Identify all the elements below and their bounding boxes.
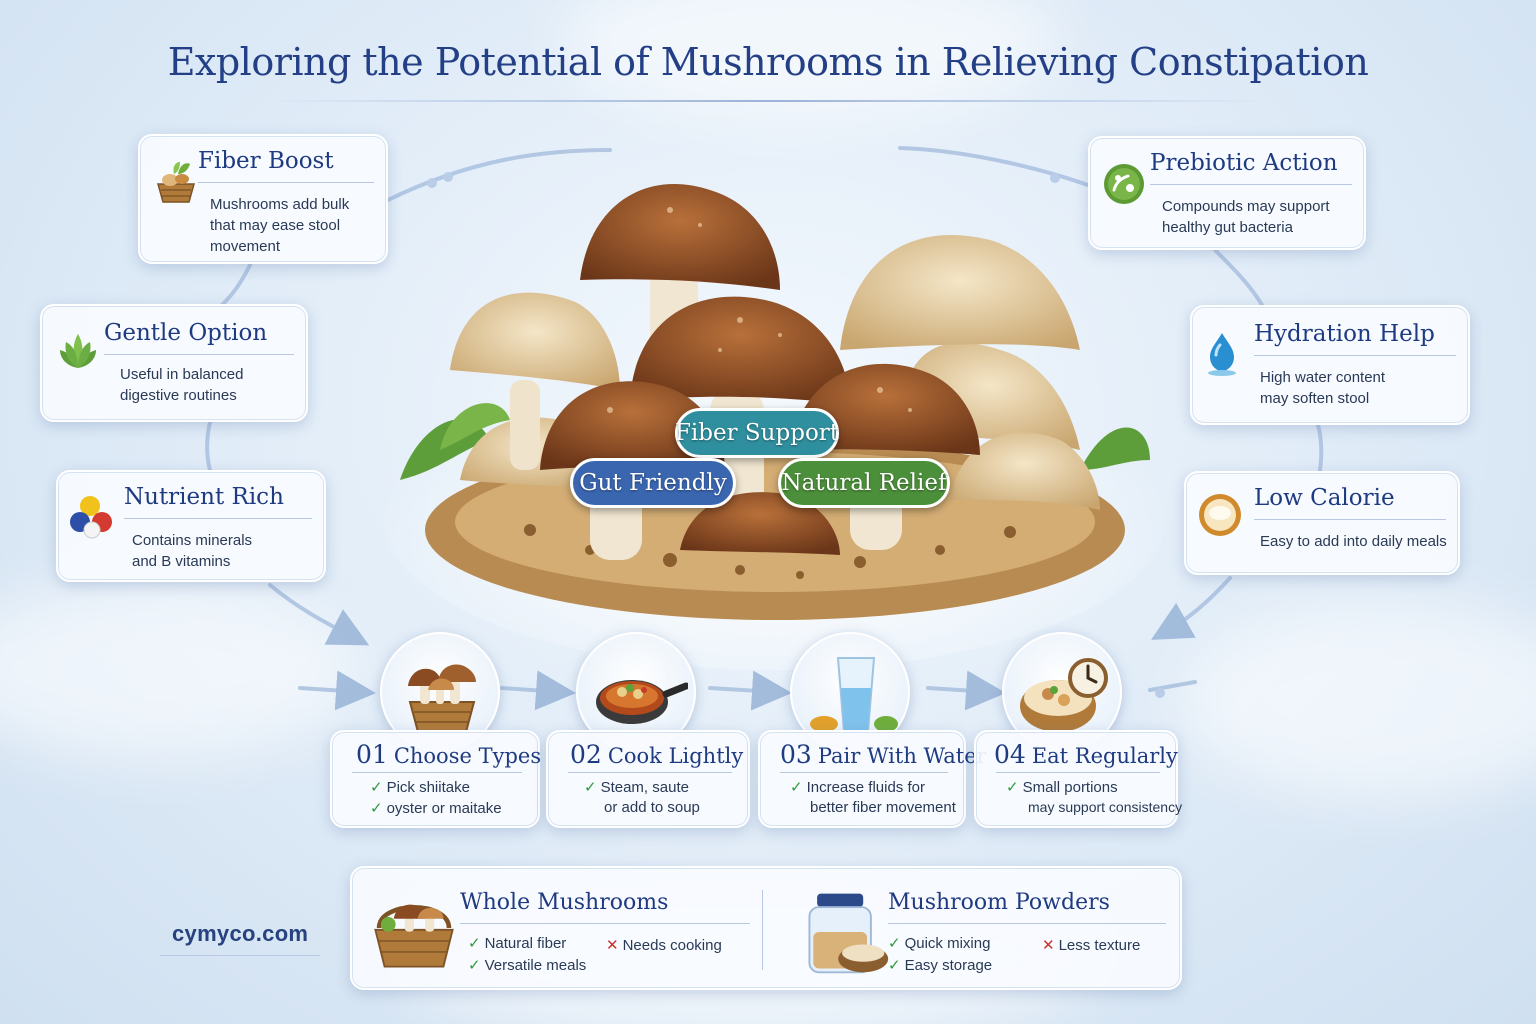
step-number: 02 (570, 740, 602, 769)
benefit-text-line: that may ease stool (210, 217, 341, 234)
benefit-text-line: digestive routines (120, 387, 237, 404)
water-glass-icon (810, 657, 898, 733)
benefit-text-line: Contains minerals (132, 532, 253, 549)
step-number: 01 (356, 740, 388, 769)
check-icon: ✓ (468, 957, 481, 974)
badge-natural-relief: Natural Relief (778, 458, 950, 508)
badge-gut-friendly: Gut Friendly (570, 458, 736, 508)
benefit-text-line: Mushrooms add bulk (210, 196, 350, 213)
con-item: ✕Needs cooking (606, 937, 722, 954)
benefit-title: Fiber Boost (198, 148, 334, 174)
mushroom-basket-icon (408, 664, 476, 733)
step-number: 04 (994, 740, 1026, 769)
step-line: ✓Steam, saute (584, 779, 689, 796)
leaf-icon (60, 334, 96, 368)
cross-icon: ✕ (606, 937, 619, 954)
step-title-text: Eat Regularly (1031, 744, 1178, 768)
check-icon: ✓ (468, 935, 481, 952)
mushroom-cluster-illustration (385, 184, 1165, 670)
benefit-card-low-calorie: Low Calorie Easy to add into daily meals (1184, 471, 1460, 575)
benefit-card-fiber-boost: Fiber Boost Mushrooms add bulk that may … (138, 134, 388, 264)
step-line: or add to soup (604, 799, 700, 816)
check-icon: ✓ (790, 779, 803, 796)
step-line: ✓Small portions (1006, 779, 1118, 796)
comparison-title-powders: Mushroom Powders (888, 890, 1110, 915)
cross-icon: ✕ (1042, 937, 1055, 954)
benefit-text-line: may soften stool (1260, 390, 1370, 407)
benefit-title: Gentle Option (104, 320, 268, 346)
badge-fiber-support: Fiber Support (675, 408, 839, 458)
benefit-text-line: Compounds may support (1162, 198, 1330, 215)
step-line: better fiber movement (810, 799, 956, 816)
check-icon: ✓ (1006, 779, 1019, 796)
check-icon: ✓ (888, 957, 901, 974)
pro-item: ✓Easy storage (888, 957, 993, 974)
clock-bowl-icon (1020, 658, 1108, 732)
step-line: may support consistency (1028, 799, 1183, 815)
benefit-card-gentle-option: Gentle Option Useful in balanced digesti… (40, 304, 308, 422)
step-title-text: Choose Types (393, 744, 542, 768)
benefit-text-line: Easy to add into daily meals (1260, 533, 1447, 550)
benefit-text-line: healthy gut bacteria (1162, 219, 1293, 236)
check-icon: ✓ (584, 779, 597, 796)
benefit-text-line: High water content (1260, 369, 1386, 386)
check-icon: ✓ (888, 935, 901, 952)
powder-jar-icon (808, 893, 889, 974)
mushroom-basket-icon (374, 904, 454, 968)
step-line: ✓Pick shiitake (370, 779, 470, 796)
basket-icon (157, 162, 195, 203)
frying-pan-icon (596, 680, 688, 724)
check-icon: ✓ (370, 800, 383, 817)
benefit-title: Prebiotic Action (1150, 150, 1338, 176)
pro-item: ✓Natural fiber (468, 935, 567, 952)
nutrient-spheres-icon (70, 496, 112, 539)
benefit-title: Low Calorie (1254, 485, 1395, 511)
benefit-card-hydration-help: Hydration Help High water content may so… (1190, 305, 1470, 425)
comparison-panel: Whole Mushrooms ✓Natural fiber ✓Versatil… (350, 866, 1182, 990)
benefit-title: Nutrient Rich (124, 484, 284, 510)
step-line: ✓Increase fluids for (790, 779, 925, 796)
step-title-text: Cook Lightly (607, 744, 744, 768)
plate-icon (1199, 494, 1241, 536)
site-url-underline (160, 955, 320, 956)
page-title: Exploring the Potential of Mushrooms in … (167, 40, 1369, 84)
site-url[interactable]: cymyco.com (172, 921, 309, 946)
water-drop-icon (1208, 333, 1236, 376)
check-icon: ✓ (370, 779, 383, 796)
comparison-divider (762, 890, 763, 970)
benefit-card-nutrient-rich: Nutrient Rich Contains minerals and B vi… (56, 470, 326, 582)
bacteria-icon (1104, 164, 1144, 204)
benefit-card-prebiotic-action: Prebiotic Action Compounds may support h… (1088, 136, 1366, 250)
pro-item: ✓Quick mixing (888, 935, 991, 952)
step-title-text: Pair With Water (817, 744, 987, 768)
pro-item: ✓Versatile meals (468, 957, 587, 974)
step-line: ✓oyster or maitake (370, 800, 502, 817)
benefit-text-line: Useful in balanced (120, 366, 244, 383)
benefit-title: Hydration Help (1254, 321, 1435, 347)
step-number: 03 (780, 740, 812, 769)
benefit-text-line: movement (210, 238, 281, 255)
benefit-text-line: and B vitamins (132, 553, 231, 570)
con-item: ✕Less texture (1042, 937, 1141, 954)
title-divider (268, 100, 1268, 102)
comparison-title-whole: Whole Mushrooms (460, 890, 669, 915)
